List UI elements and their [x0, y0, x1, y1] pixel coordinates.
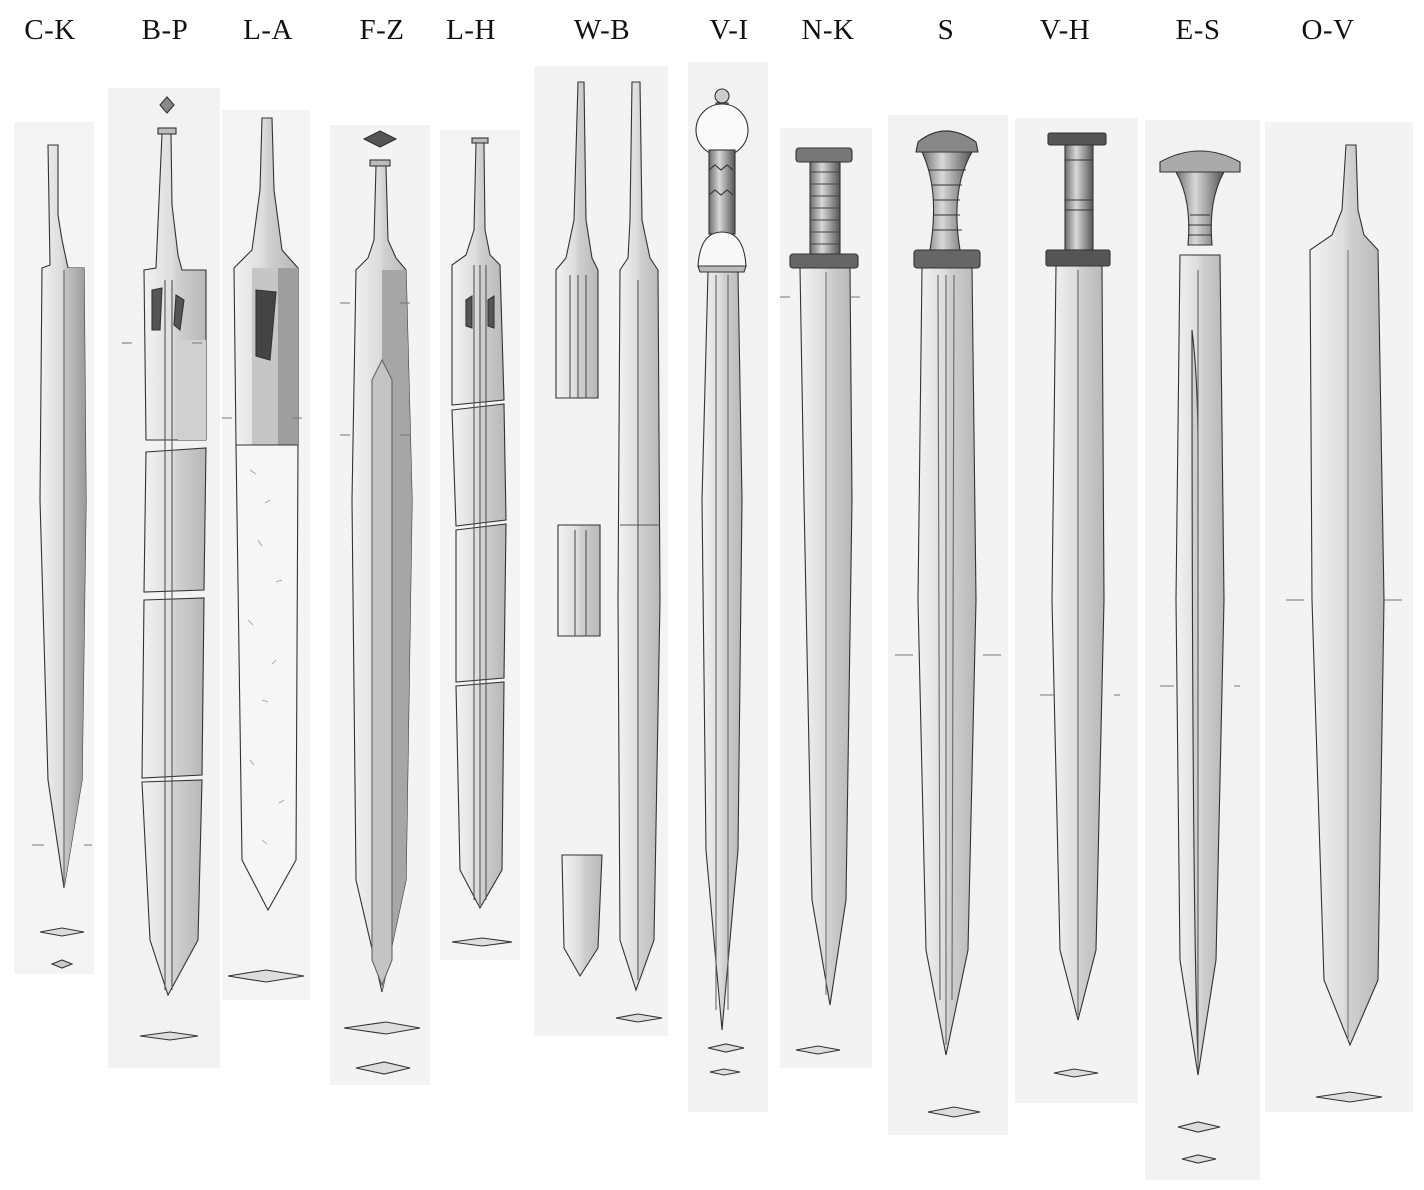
label-s: S: [937, 14, 955, 46]
label-l-h: L-H: [446, 14, 496, 46]
sword-l-h: [451, 137, 513, 947]
sword-v-i: [695, 88, 749, 1076]
sword-v-h: [1040, 132, 1120, 1078]
sword-b-p: [122, 96, 214, 1041]
label-o-v: O-V: [1301, 14, 1355, 46]
label-e-s: E-S: [1175, 14, 1221, 46]
sword-s: [895, 130, 1005, 1118]
label-f-z: F-Z: [359, 14, 405, 46]
label-v-h: V-H: [1039, 14, 1091, 46]
sword-l-a: [222, 117, 312, 983]
label-v-i: V-I: [709, 14, 749, 46]
label-l-a: L-A: [243, 14, 293, 46]
label-w-b: W-B: [573, 14, 631, 46]
label-b-p: B-P: [141, 14, 189, 46]
sword-e-s: [1159, 150, 1241, 1164]
label-c-k: C-K: [24, 14, 76, 46]
sword-c-k: [32, 144, 92, 969]
sword-n-k: [780, 147, 866, 1055]
label-n-k: N-K: [801, 14, 855, 46]
sword-o-v: [1286, 144, 1404, 1103]
sword-w-b: [555, 81, 663, 1023]
sword-f-z: [340, 130, 421, 1075]
